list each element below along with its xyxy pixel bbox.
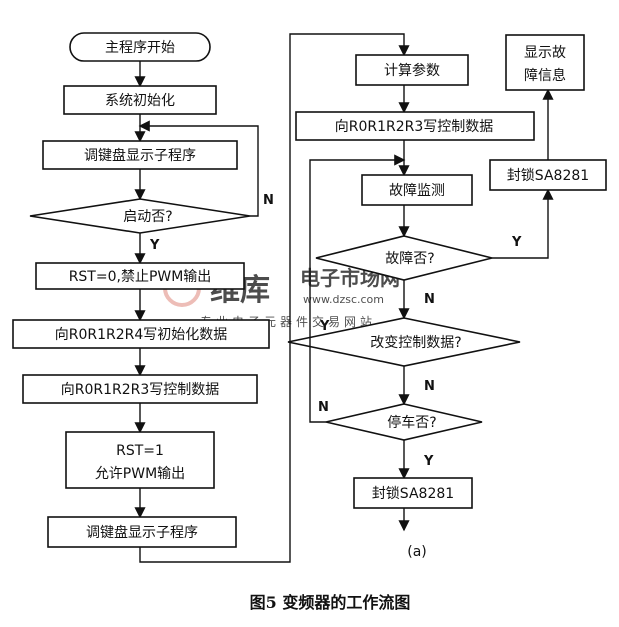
fault-n-label: N <box>424 292 435 307</box>
subfigure-label: (a) <box>407 544 427 560</box>
rst0-label: RST=0,禁止PWM输出 <box>69 269 212 285</box>
rst1-box <box>65 431 215 489</box>
start-q-label: 启动否? <box>123 209 172 225</box>
fault-q-label: 故障否? <box>385 251 434 267</box>
figure-caption: 图5 变频器的工作流图 <box>250 593 411 612</box>
fault-y-label: Y <box>511 235 522 250</box>
write-init-box <box>12 319 270 349</box>
write-ctrl-right-label: 向R0R1R2R3写控制数据 <box>335 119 494 135</box>
calc-label: 计算参数 <box>384 62 440 79</box>
start-y-label: Y <box>149 238 160 253</box>
rst1-label-line2: 允许PWM输出 <box>95 466 185 482</box>
lock-bottom-box <box>353 477 473 509</box>
monitor-box <box>361 174 473 206</box>
start-n-label: N <box>263 193 274 208</box>
stop-y-label: Y <box>423 454 434 469</box>
change-y-label: Y <box>319 319 330 334</box>
kbd2-box <box>47 516 237 548</box>
stop-q-label: 停车否? <box>387 414 436 431</box>
show-fault-label-line1: 显示故 <box>524 45 566 61</box>
stop-n-label: N <box>318 400 329 415</box>
connector-left-to-right <box>139 33 410 563</box>
rst0-box <box>35 262 245 290</box>
start-label: 主程序开始 <box>105 40 175 56</box>
lock-top-label: 封锁SA8281 <box>507 168 589 184</box>
lock-top-box <box>489 159 607 191</box>
write-ctrl-right-box <box>295 111 535 141</box>
init-box <box>63 85 217 115</box>
stop-n-loop <box>309 154 406 423</box>
write-ctrl-left-box <box>22 374 258 404</box>
monitor-label: 故障监测 <box>389 183 445 199</box>
watermark-url: www.dzsc.com <box>303 293 384 306</box>
rst1-label-line1: RST=1 <box>116 443 164 459</box>
write-init-label: 向R0R1R2R4写初始化数据 <box>55 326 228 343</box>
write-ctrl-left-label: 向R0R1R2R3写控制数据 <box>61 382 220 398</box>
show-fault-label-line2: 障信息 <box>524 67 566 84</box>
change-q-label: 改变控制数据? <box>370 335 461 351</box>
init-label: 系统初始化 <box>105 92 175 109</box>
show-fault-box <box>505 34 585 91</box>
lock-bottom-label: 封锁SA8281 <box>372 486 454 502</box>
calc-box <box>355 54 469 86</box>
kbd2-label: 调键盘显示子程序 <box>86 524 198 541</box>
change-n-label: N <box>424 379 435 394</box>
kbd1-label: 调键盘显示子程序 <box>84 147 196 164</box>
